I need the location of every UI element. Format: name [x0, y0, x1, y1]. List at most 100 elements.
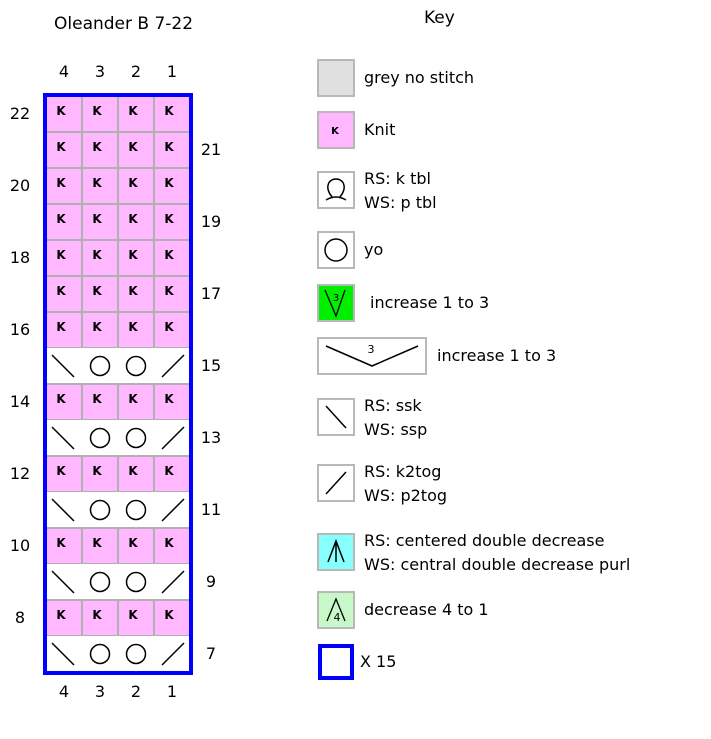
- row-number: 11: [200, 500, 222, 519]
- knit-cell: [117, 455, 155, 493]
- knit-symbol: K: [92, 104, 102, 118]
- yo-symbol: [125, 427, 147, 449]
- cdd-icon: [327, 538, 345, 563]
- knit-glyph: K: [331, 126, 340, 137]
- knit-symbol: K: [92, 284, 102, 298]
- loop-icon: [325, 178, 347, 201]
- key-item-k-tbl: [317, 171, 355, 209]
- yo-symbol: [125, 355, 147, 377]
- yo-symbol: [89, 355, 111, 377]
- key-item-no-stitch: [317, 59, 355, 97]
- repeat-box: [43, 93, 193, 675]
- column-number-bottom: 2: [130, 682, 142, 701]
- knit-symbol: K: [164, 248, 174, 262]
- key-label: increase 1 to 3: [370, 293, 490, 312]
- knit-symbol: K: [56, 140, 66, 154]
- lace-row-bg: [46, 420, 190, 456]
- lace-row-bg: [46, 348, 190, 384]
- row-number: 16: [9, 320, 31, 339]
- key-label: increase 1 to 3: [437, 346, 557, 365]
- key-item-dec-4-to-1: 4: [317, 591, 355, 629]
- ssk-slash-icon: [325, 405, 347, 429]
- row-number: 9: [205, 572, 217, 591]
- row-number: 13: [200, 428, 222, 447]
- row-number: 17: [200, 284, 222, 303]
- knit-cell: [81, 599, 119, 637]
- knit-symbol: K: [128, 212, 138, 226]
- column-number-top: 2: [130, 62, 142, 81]
- knit-symbol: K: [56, 464, 66, 478]
- key-label: RS: k2tog: [364, 462, 442, 481]
- knit-symbol: K: [56, 284, 66, 298]
- chart-row-13: [46, 420, 190, 456]
- repeat-swatch: [318, 644, 354, 680]
- yo-symbol: [125, 499, 147, 521]
- ssk-symbol: [51, 498, 75, 522]
- key-label: decrease 4 to 1: [364, 600, 489, 619]
- knit-symbol: K: [56, 536, 66, 550]
- knit-cell: [81, 131, 119, 169]
- knit-symbol: K: [128, 248, 138, 262]
- knit-symbol: K: [164, 104, 174, 118]
- yo-symbol: [125, 643, 147, 665]
- circle-icon: [324, 238, 348, 262]
- knit-symbol: K: [92, 248, 102, 262]
- knit-symbol: K: [164, 536, 174, 550]
- row-number: 7: [205, 644, 217, 663]
- inc-number: 3: [333, 293, 339, 304]
- column-number-top: 3: [94, 62, 106, 81]
- wide-v-icon: [325, 345, 419, 367]
- key-item-k2tog: [317, 464, 355, 502]
- yo-symbol: [89, 571, 111, 593]
- knit-cell: [153, 599, 191, 637]
- key-label: grey no stitch: [364, 68, 475, 87]
- row-number: 20: [9, 176, 31, 195]
- knit-symbol: K: [164, 176, 174, 190]
- row-number: 10: [9, 536, 31, 555]
- ssk-symbol: [51, 642, 75, 666]
- knit-symbol: K: [128, 176, 138, 190]
- k2tog-symbol: [161, 570, 185, 594]
- key-label: RS: ssk: [364, 396, 422, 415]
- lace-row-bg: [46, 636, 190, 672]
- row-number: 21: [200, 140, 222, 159]
- knit-cell: [45, 95, 83, 133]
- chart-row-7: [46, 636, 190, 672]
- knit-symbol: K: [92, 536, 102, 550]
- k-tbl-swatch: [317, 171, 355, 209]
- knit-swatch: [317, 111, 355, 149]
- knit-cell: [117, 167, 155, 205]
- k2tog-symbol: [161, 498, 185, 522]
- knit-symbol: K: [164, 320, 174, 334]
- knit-symbol: K: [128, 392, 138, 406]
- key-label: WS: p tbl: [364, 193, 437, 212]
- yo-symbol: [89, 643, 111, 665]
- k2tog-symbol: [161, 426, 185, 450]
- knit-symbol: K: [92, 464, 102, 478]
- row-number: 18: [9, 248, 31, 267]
- yo-symbol: [125, 571, 147, 593]
- key-title: Key: [424, 8, 455, 28]
- k2tog-symbol: [161, 642, 185, 666]
- knit-symbol: K: [92, 212, 102, 226]
- key-label: RS: k tbl: [364, 169, 431, 188]
- knit-symbol: K: [164, 212, 174, 226]
- knit-cell: [153, 167, 191, 205]
- knit-symbol: K: [164, 464, 174, 478]
- column-number-bottom: 4: [58, 682, 70, 701]
- knit-symbol: K: [92, 392, 102, 406]
- dec-number: 4: [334, 611, 341, 624]
- row-number: 22: [9, 104, 31, 123]
- key-label: WS: p2tog: [364, 486, 448, 505]
- knit-symbol: K: [128, 536, 138, 550]
- row-number: 8: [14, 608, 26, 627]
- yo-symbol: [89, 499, 111, 521]
- ssk-symbol: [51, 570, 75, 594]
